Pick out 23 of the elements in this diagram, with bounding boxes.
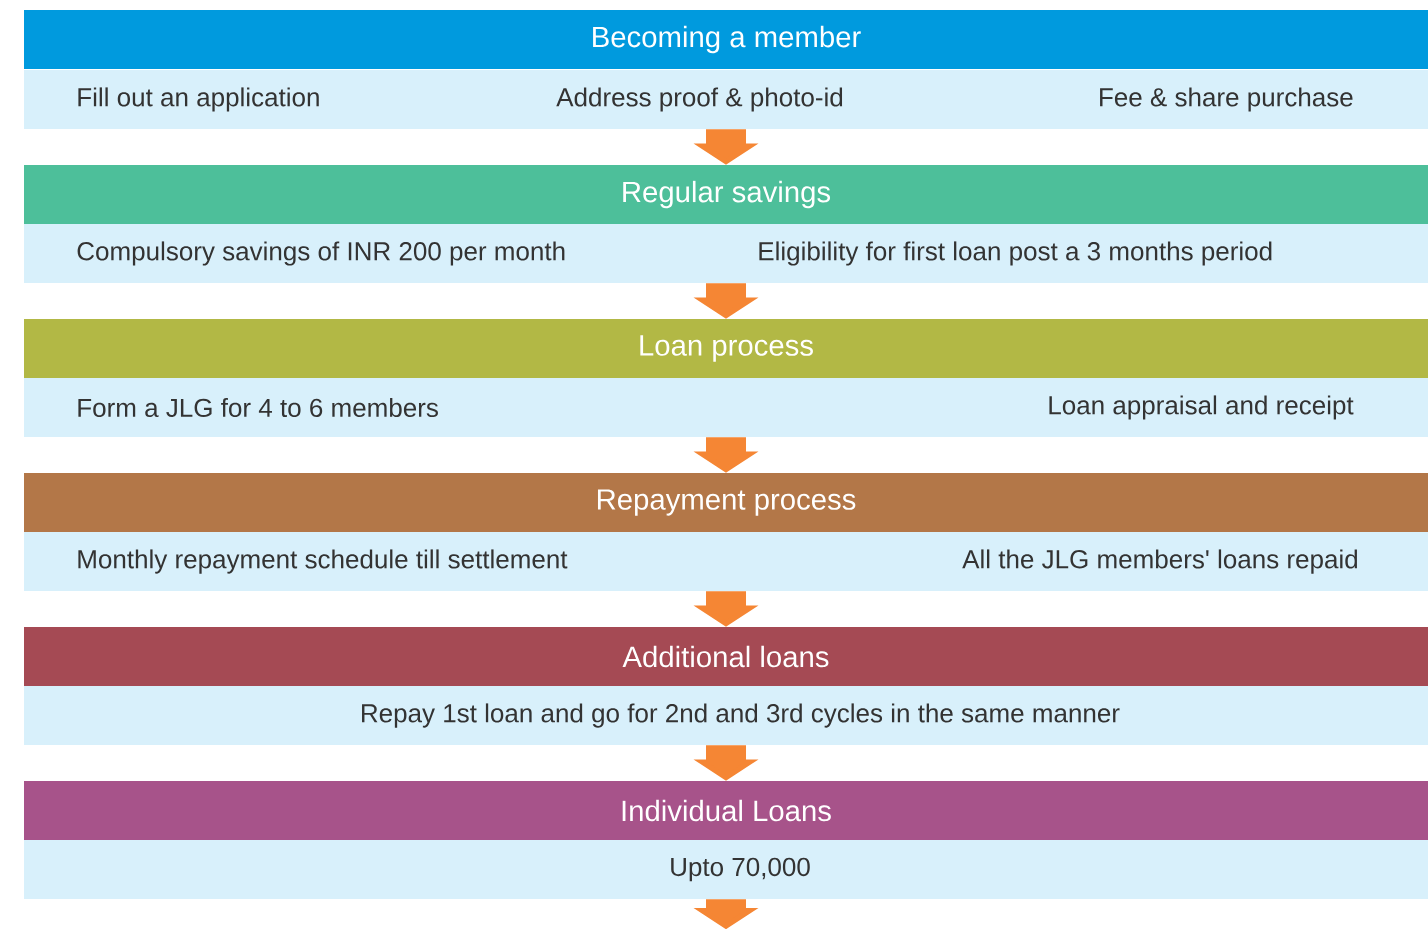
step-text: Eligibility for first loan post a 3 months period <box>759 241 1272 266</box>
step-text: Monthly repayment schedule till settlement <box>78 549 568 574</box>
stage-header: Regular savings <box>24 165 1428 224</box>
step-band <box>24 378 1428 437</box>
stage-header: Loan process <box>24 319 1428 378</box>
step-band <box>24 70 1428 129</box>
step-text: Fee & share purchase <box>1100 87 1353 112</box>
step-text: Loan appraisal and receipt <box>1049 395 1354 420</box>
step-text: Address proof & photo-id <box>556 87 843 112</box>
stage-header: Becoming a member <box>24 10 1428 69</box>
step-band <box>24 224 1428 283</box>
step-text: All the JLG members' loans repaid <box>962 549 1357 574</box>
step-band <box>24 532 1428 591</box>
step-text: Fill out an application <box>78 87 319 112</box>
stage-header: Individual Loans <box>24 781 1428 840</box>
stage-header: Additional loans <box>24 627 1428 686</box>
step-text: Upto 70,000 <box>671 857 810 882</box>
step-text: Repay 1st loan and go for 2nd and 3rd cycles in the same manner <box>362 703 1120 728</box>
stage-header: Repayment process <box>24 473 1428 532</box>
step-text: Compulsory savings of INR 200 per month <box>77 241 565 266</box>
step-text: Form a JLG for 4 to 6 members <box>78 397 438 418</box>
step-band <box>24 840 1428 899</box>
step-band <box>24 686 1428 745</box>
